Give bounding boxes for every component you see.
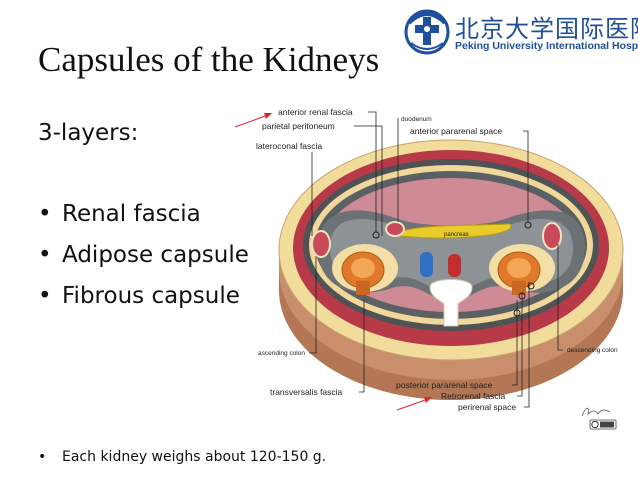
pancreas — [399, 223, 512, 239]
label-parietal-peritoneum: parietal peritoneum — [262, 121, 335, 131]
bullet-icon: • — [38, 283, 52, 309]
hospital-logo: 北京大学国际医院 Peking University International… — [403, 7, 638, 59]
left-kidney — [341, 251, 385, 295]
bullet-icon: • — [38, 449, 47, 465]
aorta — [448, 254, 461, 277]
pancreas-label: pancreas — [444, 232, 469, 238]
label-transversalis-fascia: transversalis fascia — [270, 387, 343, 397]
label-descending-colon: descending colon — [567, 347, 618, 354]
artist-signature — [581, 407, 611, 417]
layers-heading: 3-layers: — [38, 120, 139, 146]
inferior-vena-cava — [420, 252, 433, 277]
layer-item-label: Fibrous capsule — [62, 283, 240, 309]
creative-commons-badge-icon — [589, 419, 617, 430]
spine-vertebra — [429, 279, 473, 327]
weight-note-text: Each kidney weighs about 120-150 g. — [62, 449, 327, 465]
layer-item-label: Renal fascia — [62, 201, 201, 227]
duodenum — [385, 221, 405, 237]
anterior-fascia-arrow — [234, 113, 272, 128]
label-posterior-pararenal-space: posterior pararenal space — [396, 380, 493, 390]
layer-item: • Fibrous capsule — [38, 280, 249, 321]
slide-title: Capsules of the Kidneys — [38, 40, 380, 79]
body-wall-side-shade — [279, 270, 623, 400]
body-wall-side — [279, 250, 623, 400]
weight-note: • Each kidney weighs about 120-150 g. — [38, 449, 326, 465]
ascending-colon — [311, 230, 331, 258]
layer-item: • Renal fascia — [38, 198, 249, 239]
label-markers — [372, 221, 535, 317]
label-anterior-renal-fascia: anterior renal fascia — [278, 107, 353, 117]
label-duodenum: duodenum — [401, 116, 432, 123]
layer-item: • Adipose capsule — [38, 239, 249, 280]
label-anterior-pararenal-space: anterior pararenal space — [410, 126, 502, 136]
leader-lines — [309, 111, 563, 408]
bullet-icon: • — [38, 242, 52, 268]
layer-list: • Renal fascia • Adipose capsule • Fibrous … — [38, 198, 249, 321]
label-ascending-colon: ascending colon — [258, 350, 305, 357]
logo-name-chinese: 北京大学国际医院 — [455, 15, 638, 43]
retrorenal-fascia-arrow — [396, 397, 432, 411]
logo-name-english: Peking University International Hospital — [455, 40, 638, 52]
label-lateroconal-fascia: lateroconal fascia — [256, 141, 322, 151]
hospital-emblem-icon — [404, 9, 450, 55]
label-retrorenal-fascia: Retrorenal fascia — [441, 391, 506, 401]
bullet-icon: • — [38, 201, 52, 227]
label-perirenal-space: perirenal space — [458, 402, 516, 412]
layer-item-label: Adipose capsule — [62, 242, 249, 268]
right-kidney — [497, 251, 541, 295]
descending-colon — [542, 222, 562, 250]
